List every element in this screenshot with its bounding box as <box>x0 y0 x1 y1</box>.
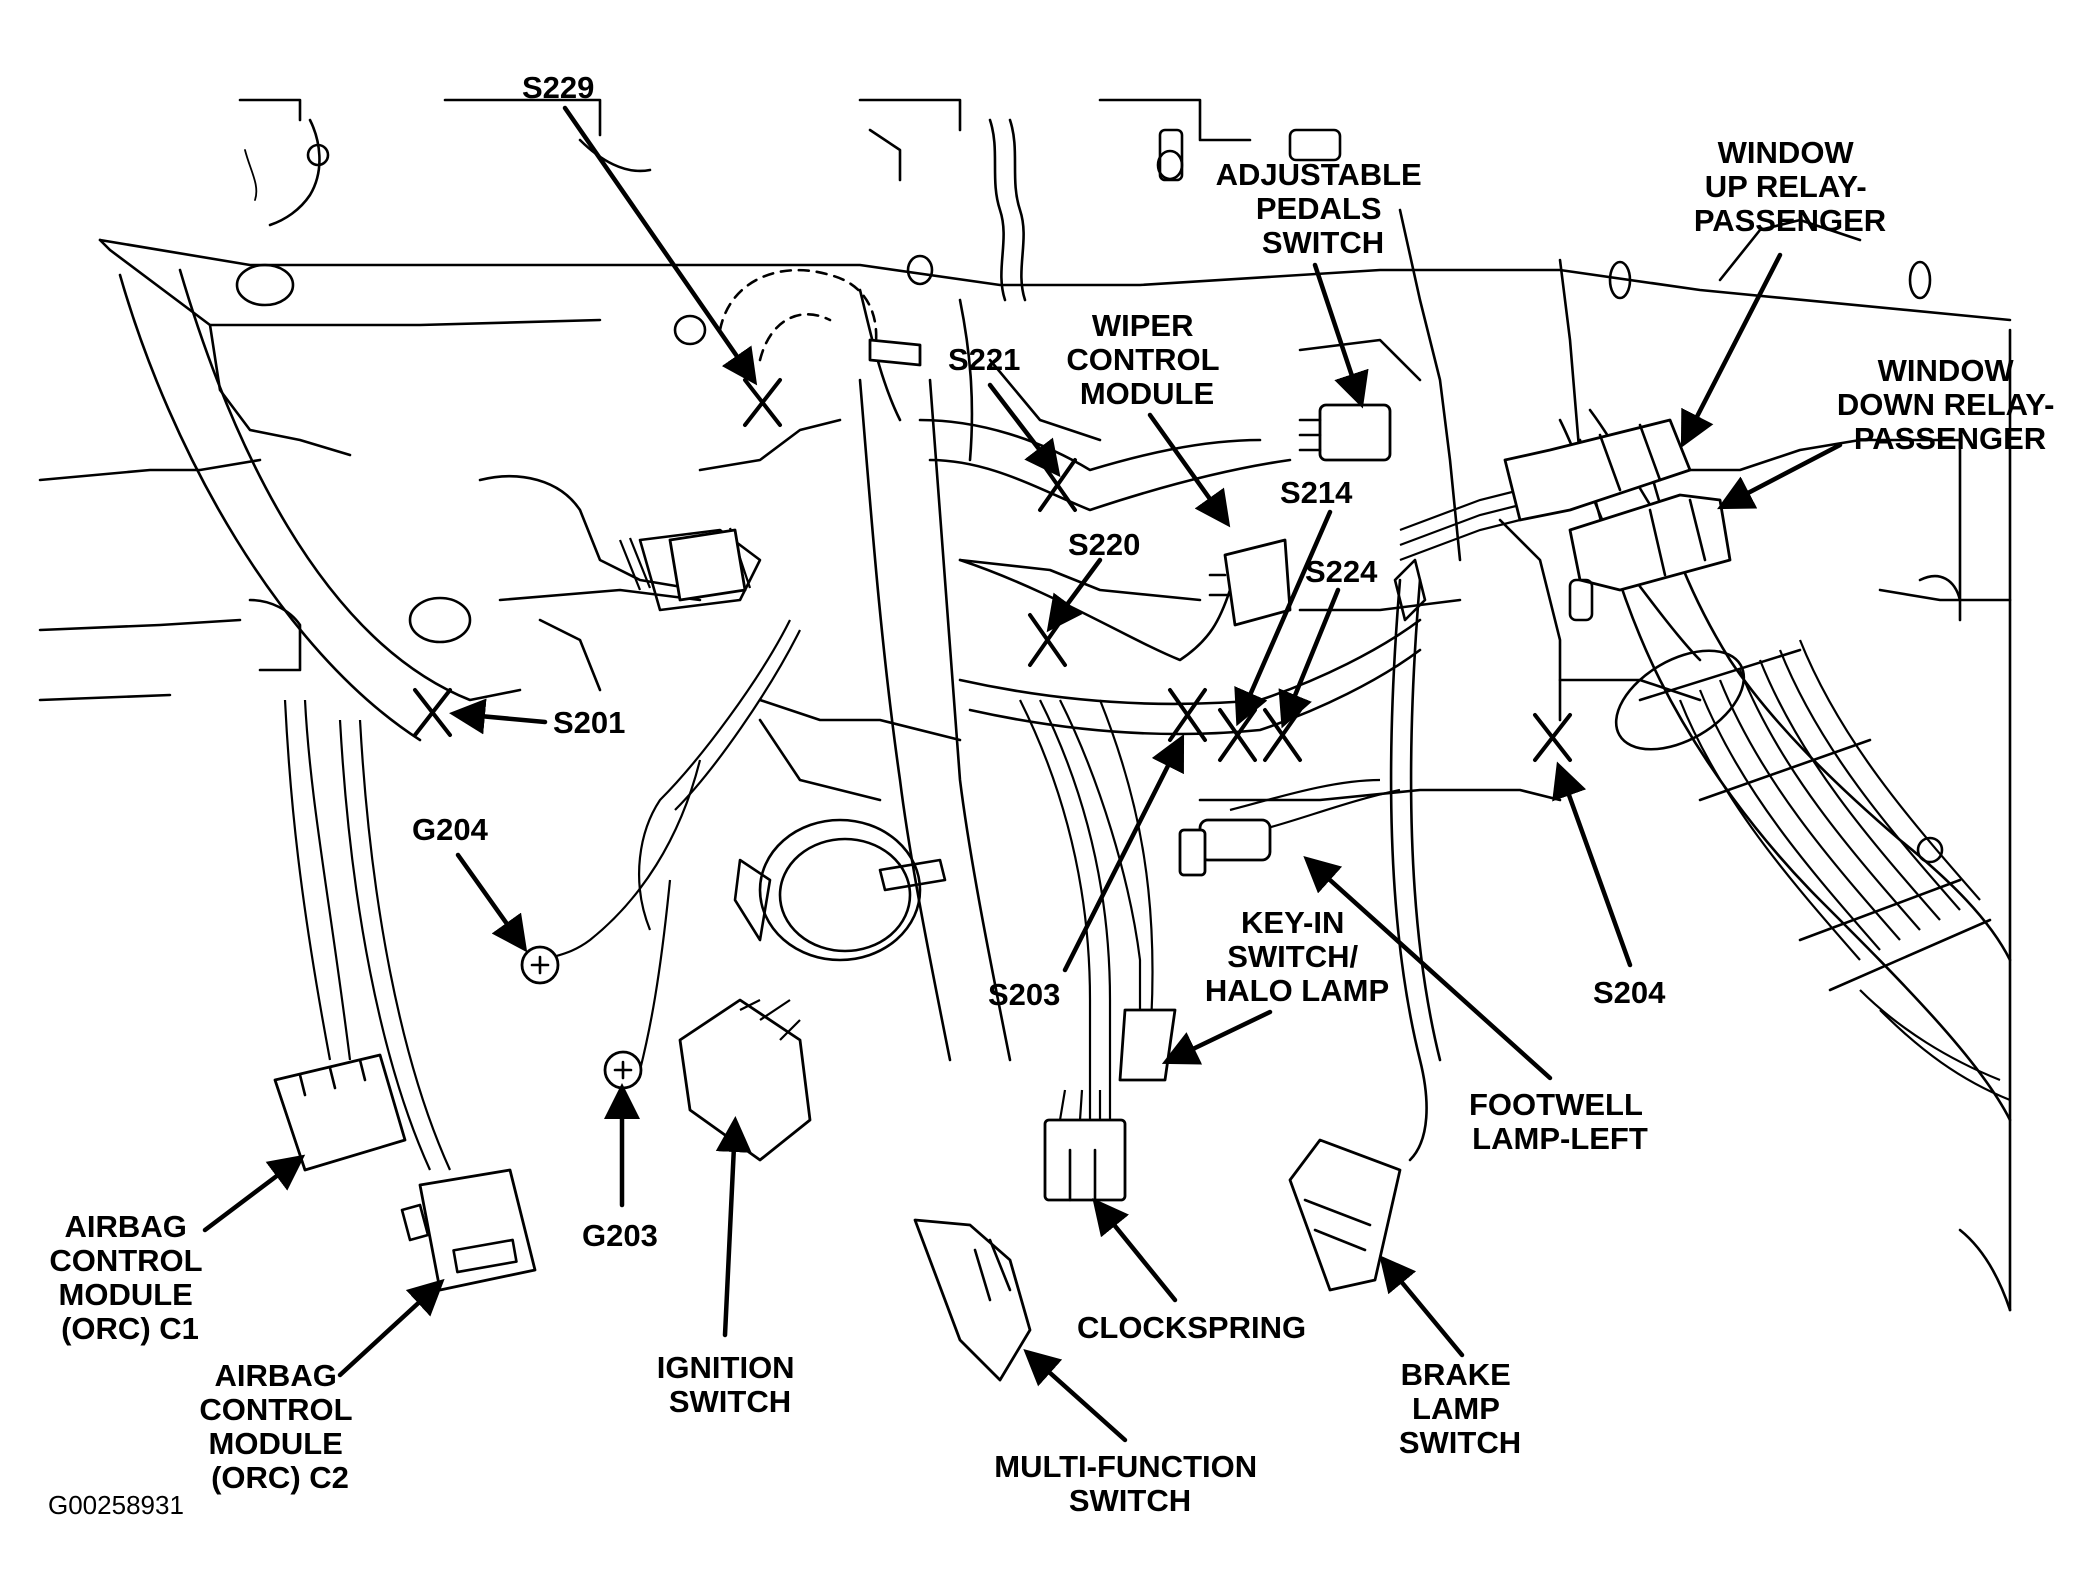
label-s204: S204 <box>1593 975 1666 1010</box>
label-adjustable-pedals: ADJUSTABLE PEDALS SWITCH <box>1216 157 1431 260</box>
window-down-relay-connector <box>1568 493 1732 592</box>
s201-mark <box>413 688 452 737</box>
label-wiper-control-module: WIPER CONTROL MODULE <box>1066 308 1227 411</box>
brake-lamp-switch-connector <box>1288 1138 1402 1292</box>
label-window-down-relay: WINDOW DOWN RELAY- PASSENGER <box>1837 353 2063 456</box>
wiper-control-module-connector <box>1208 538 1292 627</box>
label-airbag-c1: AIRBAG CONTROL MODULE (ORC) C1 <box>49 1209 210 1346</box>
airbag-c2-connector <box>400 1168 537 1292</box>
s204-mark <box>1533 713 1572 762</box>
ignition-switch-connector <box>678 998 812 1162</box>
g203-eyelet <box>603 1050 643 1090</box>
label-window-up-relay: WINDOW UP RELAY- PASSENGER <box>1694 135 1886 238</box>
label-s221: S221 <box>948 342 1020 377</box>
label-clockspring: CLOCKSPRING <box>1077 1310 1306 1345</box>
s224-mark <box>1263 708 1302 762</box>
dash-structure <box>38 98 2012 1312</box>
window-up-relay-connector <box>1503 418 1692 522</box>
s220-mark <box>1028 613 1067 667</box>
label-s214: S214 <box>1280 475 1353 510</box>
label-s203: S203 <box>988 977 1060 1012</box>
adjustable-pedals-connector <box>1298 403 1392 462</box>
wiring-harness <box>118 268 2012 1171</box>
key-in-switch-connector <box>1118 1008 1177 1082</box>
label-airbag-c2: AIRBAG CONTROL MODULE (ORC) C2 <box>199 1358 360 1495</box>
labels: S229 ADJUSTABLE PEDALS SWITCH WINDOW UP … <box>48 70 2063 1520</box>
ignition-ring <box>733 818 947 962</box>
splice-marks <box>413 378 1572 762</box>
figure-code: G00258931 <box>48 1490 184 1520</box>
label-s229: S229 <box>522 70 594 105</box>
footwell-lamp-connector <box>1178 818 1272 877</box>
leader-arrows <box>202 105 1843 1443</box>
label-brake-lamp-switch: BRAKE LAMP SWITCH <box>1399 1357 1521 1460</box>
label-s220: S220 <box>1068 527 1140 562</box>
s221-mark <box>1038 458 1077 512</box>
s203-mark <box>1168 688 1207 742</box>
label-multi-function-switch: MULTI-FUNCTION SWITCH <box>994 1449 1266 1518</box>
g204-eyelet <box>520 945 560 985</box>
label-s201: S201 <box>553 705 625 740</box>
multi-function-switch-connector <box>913 1218 1032 1382</box>
label-g203: G203 <box>582 1218 658 1253</box>
label-ignition-switch: IGNITION SWITCH <box>657 1350 803 1419</box>
label-footwell-lamp: FOOTWELL LAMP-LEFT <box>1469 1087 1651 1156</box>
clockspring-connector <box>1043 1089 1127 1202</box>
s214-mark <box>1218 708 1257 762</box>
label-key-in-switch: KEY-IN SWITCH/ HALO LAMP <box>1205 905 1389 1008</box>
airbag-c1-connector <box>273 1053 407 1172</box>
s229-mark <box>743 378 782 427</box>
label-s224: S224 <box>1305 554 1378 589</box>
connectors <box>273 338 1732 1382</box>
label-g204: G204 <box>412 812 489 847</box>
